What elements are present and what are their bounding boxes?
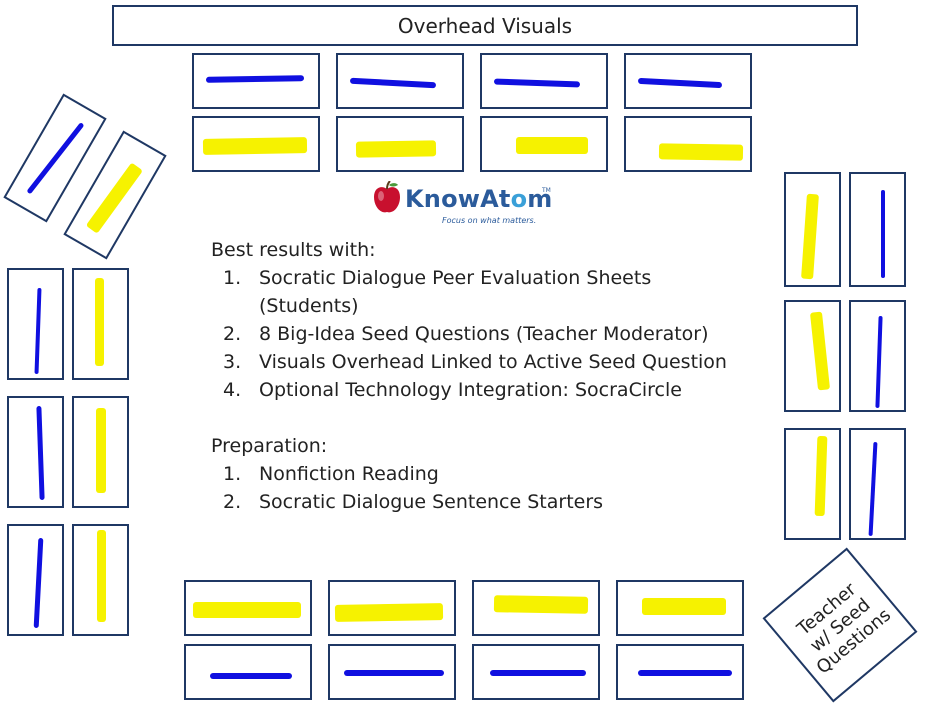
yellow-mark	[809, 311, 831, 391]
yellow-mark	[642, 598, 726, 615]
left-desk-yellow-1	[72, 268, 129, 380]
blue-mark	[33, 537, 44, 629]
blue-mark	[26, 122, 85, 195]
blue-mark	[34, 287, 42, 375]
list-item: 2.Socratic Dialogue Sentence Starters	[223, 491, 604, 513]
preparation-list: 1.Nonfiction Reading 2.Socratic Dialogue…	[211, 460, 751, 516]
apple-icon	[374, 181, 400, 213]
yellow-mark	[85, 162, 143, 234]
right-desk-yellow-3	[784, 428, 841, 540]
yellow-mark	[493, 595, 589, 614]
right-desk-blue-3	[849, 428, 906, 540]
list-item: 1.Nonfiction Reading	[223, 463, 439, 485]
blue-mark	[881, 190, 885, 278]
left-desk-blue-3	[7, 524, 64, 636]
teacher-seed-questions-box: Teacher w/ Seed Questions	[762, 547, 918, 703]
blue-mark	[344, 670, 444, 676]
top-desk-yellow-3	[480, 116, 608, 172]
bottom-desk-blue-3	[472, 644, 600, 700]
yellow-mark	[95, 278, 104, 366]
instructions-text: Best results with: 1.Socratic Dialogue P…	[211, 236, 751, 516]
right-desk-blue-2	[849, 300, 906, 412]
bottom-desk-blue-1	[184, 644, 312, 700]
blue-mark	[36, 405, 45, 501]
yellow-mark	[801, 193, 819, 280]
left-desk-yellow-3	[72, 524, 129, 636]
overhead-visuals-box: Overhead Visuals	[112, 5, 858, 46]
yellow-mark	[355, 140, 437, 158]
top-desk-blue-4	[624, 53, 752, 109]
yellow-mark	[814, 435, 828, 517]
list-item: 4.Optional Technology Integration: Socra…	[223, 379, 682, 401]
top-desk-blue-1	[192, 53, 320, 109]
yellow-mark	[202, 137, 308, 155]
yellow-mark	[96, 408, 106, 493]
bottom-desk-yellow-3	[472, 580, 600, 636]
bottom-desk-yellow-1	[184, 580, 312, 636]
teacher-label: Teacher w/ Seed Questions	[793, 578, 895, 679]
left-desk-yellow-2	[72, 396, 129, 508]
logo-tagline: Focus on what matters.	[442, 216, 537, 225]
top-desk-yellow-4	[624, 116, 752, 172]
right-desk-yellow-2	[784, 300, 841, 412]
yellow-mark	[193, 602, 301, 618]
best-results-list: 1.Socratic Dialogue Peer Evaluation Shee…	[211, 264, 751, 404]
bottom-desk-yellow-4	[616, 580, 744, 636]
best-results-heading: Best results with:	[211, 239, 376, 261]
left-desk-blue-2	[7, 396, 64, 508]
yellow-mark	[334, 603, 444, 622]
bottom-desk-blue-4	[616, 644, 744, 700]
yellow-mark	[658, 143, 744, 161]
top-desk-yellow-2	[336, 116, 464, 172]
blue-mark	[349, 77, 437, 89]
right-desk-blue-1	[849, 172, 906, 287]
knowatom-logo: KnowAtom TM Focus on what matters.	[372, 181, 552, 231]
blue-mark	[637, 77, 723, 89]
yellow-mark	[97, 530, 106, 622]
blue-mark	[210, 673, 292, 679]
blue-mark	[868, 441, 878, 537]
blue-mark	[875, 315, 883, 409]
logo-wordmark: KnowAtom	[405, 185, 553, 213]
blue-mark	[490, 670, 586, 676]
list-item: 2.8 Big-Idea Seed Questions (Teacher Mod…	[223, 323, 709, 345]
bottom-desk-blue-2	[328, 644, 456, 700]
yellow-mark	[516, 137, 588, 154]
bottom-desk-yellow-2	[328, 580, 456, 636]
blue-mark	[205, 75, 305, 83]
right-desk-yellow-1	[784, 172, 841, 287]
blue-mark	[638, 670, 732, 676]
blue-mark	[493, 78, 581, 88]
top-desk-blue-2	[336, 53, 464, 109]
list-item: 3.Visuals Overhead Linked to Active Seed…	[223, 351, 727, 373]
left-desk-blue-1	[7, 268, 64, 380]
top-desk-blue-3	[480, 53, 608, 109]
top-desk-yellow-1	[192, 116, 320, 172]
overhead-visuals-label: Overhead Visuals	[397, 13, 573, 38]
preparation-heading: Preparation:	[211, 435, 328, 457]
logo-trademark: TM	[542, 187, 551, 194]
list-item: 1.Socratic Dialogue Peer Evaluation Shee…	[223, 267, 652, 317]
